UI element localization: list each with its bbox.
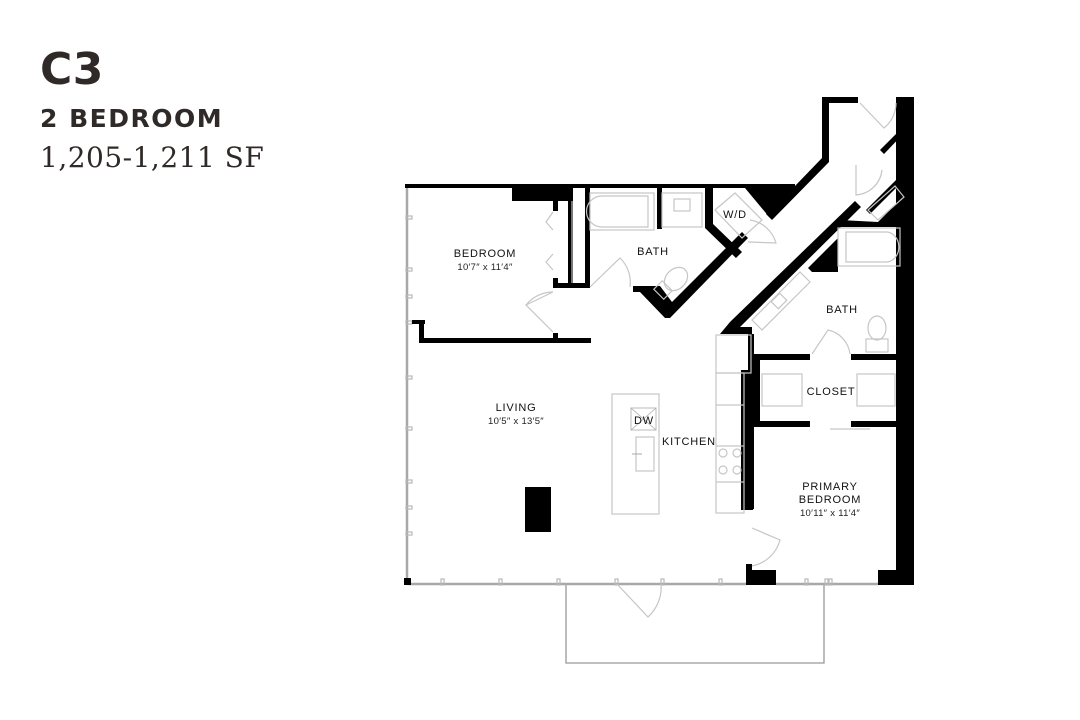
label-primary-2: BEDROOM: [799, 494, 861, 506]
label-dishwasher: DW: [634, 415, 654, 427]
walls: [404, 97, 914, 585]
label-kitchen: KITCHEN: [662, 436, 716, 448]
label-living: LIVING: [496, 402, 537, 414]
unit-type: 2 BEDROOM: [40, 104, 224, 133]
label-bath-2: BATH: [826, 304, 858, 316]
label-bath-1: BATH: [637, 246, 669, 258]
dims-living: 10′5″ x 13′5″: [488, 416, 544, 427]
window-glazing: [405, 187, 878, 586]
unit-area: 1,205-1,211 SF: [40, 141, 265, 174]
unit-header: C3 2 BEDROOM 1,205-1,211 SF: [40, 44, 264, 178]
unit-code: C3: [40, 44, 104, 95]
label-closet: CLOSET: [807, 386, 856, 398]
dims-bedroom: 10′7″ x 11′4″: [457, 262, 513, 273]
label-primary-1: PRIMARY: [802, 481, 858, 493]
fixtures: [524, 102, 905, 618]
label-bedroom: BEDROOM: [454, 248, 516, 260]
balcony: [565, 585, 825, 664]
label-wd: W/D: [723, 209, 747, 221]
room-labels: BEDROOM 10′7″ x 11′4″ BATH W/D BATH CLOS…: [454, 209, 861, 519]
dims-primary: 10′11″ x 11′4″: [800, 508, 860, 519]
